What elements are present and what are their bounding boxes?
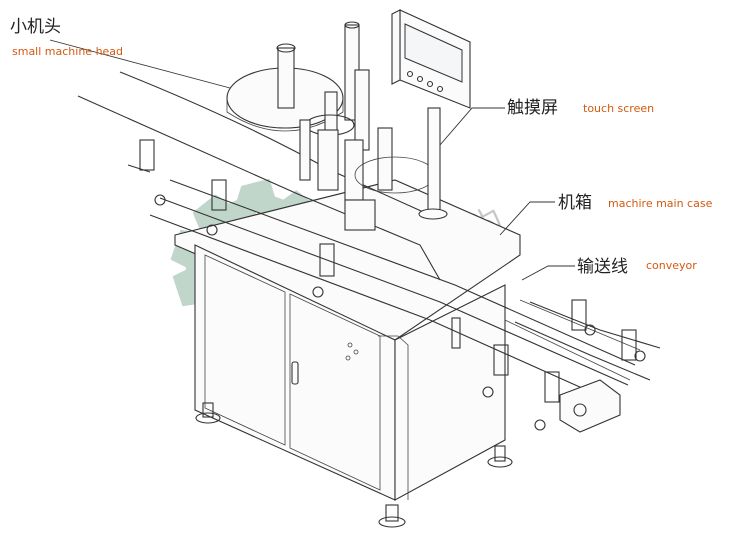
machine-foot xyxy=(487,456,513,468)
label-main-case-zh: 机箱 xyxy=(558,193,592,213)
main-case xyxy=(174,179,521,528)
label-main-case-en: machire main case xyxy=(608,197,713,210)
leader-main-case xyxy=(499,201,555,236)
guide-bracket xyxy=(571,299,596,336)
guide-bracket xyxy=(482,344,509,398)
label-touch-screen-zh: 触摸屏 xyxy=(507,98,558,118)
guide-bracket xyxy=(127,139,166,206)
leader-touch-screen xyxy=(439,107,505,146)
door-handle xyxy=(291,361,299,385)
guide-bracket xyxy=(312,243,335,298)
machine-foot xyxy=(378,516,406,528)
leader-conveyor xyxy=(521,265,575,281)
guide-bracket xyxy=(534,371,560,431)
conveyor xyxy=(77,71,661,433)
label-touch-screen-en: touch screen xyxy=(583,102,654,115)
leader-machine-head xyxy=(49,39,231,89)
touch-screen xyxy=(391,9,471,220)
guide-bracket xyxy=(621,329,646,362)
label-conveyor-en: conveyor xyxy=(646,259,697,272)
label-conveyor-zh: 输送线 xyxy=(577,257,628,277)
label-machine-head-zh: 小机头 xyxy=(10,17,61,37)
machine-foot xyxy=(195,412,221,424)
label-machine-head-en: small machine head xyxy=(12,45,123,58)
small-machine-head xyxy=(226,21,436,231)
guide-bracket xyxy=(206,179,227,236)
